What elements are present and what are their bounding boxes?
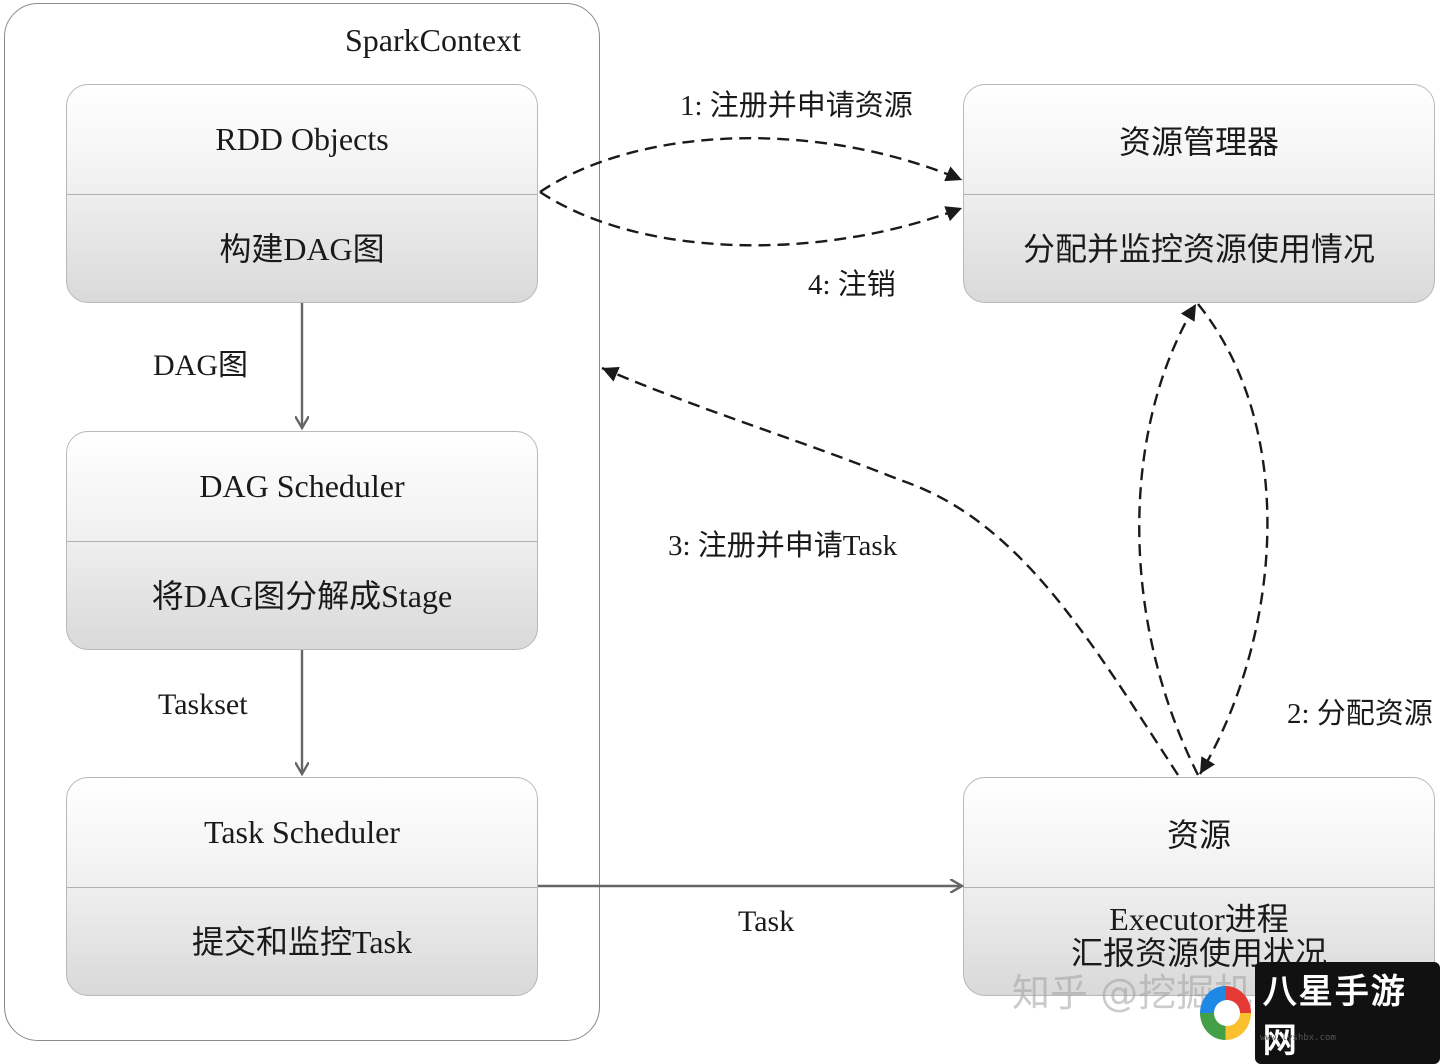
node-task-scheduler: Task Scheduler 提交和监控Task: [66, 777, 538, 996]
dag-scheduler-title: DAG Scheduler: [67, 432, 537, 542]
arrow-register-request-resource: [539, 136, 963, 193]
task-scheduler-body: 提交和监控Task: [192, 923, 412, 960]
site-url: www.lyshbx.com: [1260, 1033, 1336, 1043]
resource-title: 资源: [964, 778, 1434, 888]
resource-manager-title: 资源管理器: [964, 85, 1434, 195]
node-dag-scheduler: DAG Scheduler 将DAG图分解成Stage: [66, 431, 538, 650]
label-taskset: Taskset: [158, 688, 248, 721]
resource-body-line1: Executor进程: [1109, 901, 1289, 937]
node-resource: 资源 Executor进程 汇报资源使用状况: [963, 777, 1435, 996]
task-scheduler-title: Task Scheduler: [67, 778, 537, 888]
arrow-deregister: [539, 190, 963, 247]
arrow-request-from-resource: [1138, 303, 1200, 776]
resource-manager-body: 分配并监控资源使用情况: [1022, 230, 1375, 267]
site-logo-icon: [1200, 986, 1251, 1040]
label-register-request-task: 3: 注册并申请Task: [668, 530, 898, 562]
arrow-allocate-resource: [1197, 303, 1269, 775]
label-allocate-resource: 2: 分配资源: [1287, 698, 1433, 730]
rdd-objects-body: 构建DAG图: [219, 230, 385, 267]
node-resource-manager: 资源管理器 分配并监控资源使用情况: [963, 84, 1435, 303]
dag-scheduler-body: 将DAG图分解成Stage: [151, 577, 453, 614]
site-brand: 八星手游网: [1254, 962, 1440, 1064]
rdd-objects-title: RDD Objects: [67, 85, 537, 195]
site-badge: 八星手游网 www.lyshbx.com: [1200, 962, 1440, 1064]
spark-context-title: SparkContext: [345, 22, 521, 58]
label-deregister: 4: 注销: [808, 269, 896, 301]
label-task: Task: [738, 905, 795, 938]
label-register-request-resource: 1: 注册并申请资源: [680, 90, 913, 122]
label-dag-graph: DAG图: [153, 349, 248, 382]
arrow-register-request-task: [601, 366, 1180, 776]
node-rdd-objects: RDD Objects 构建DAG图: [66, 84, 538, 303]
